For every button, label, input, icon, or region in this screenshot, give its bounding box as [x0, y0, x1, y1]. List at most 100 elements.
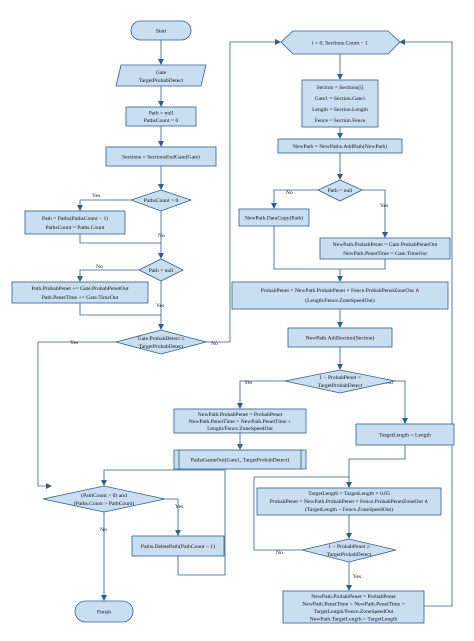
final-assign-node: NewPath.ProbabPenet = ProbabPenet NewPat…: [282, 590, 425, 624]
edge-gatedetect-no: [206, 39, 281, 343]
path-null-check-label: Path = null: [328, 188, 353, 194]
final-decision-line2: TargetProbabDetect: [327, 552, 372, 558]
edge-pathscond-yes: [165, 498, 181, 536]
target-calc-line2: ProbabPenet = NewPath.ProbabPenet × Fenc…: [270, 499, 429, 505]
edge-datacopy-merge: [273, 226, 340, 270]
final-decision: 1 − ProbabPenet ≥ TargetProbabDetect: [301, 538, 397, 563]
newpath-penet-line2: NewPath.PenetTime = Gate.TimeOut: [343, 251, 427, 257]
edge-newpathpenet-merge: [340, 259, 386, 270]
edge-targetlen-calc: [346, 445, 406, 488]
start-label: Start: [156, 29, 167, 35]
loop-header-label: i = 0, Sections.Count − 1: [312, 41, 368, 47]
gate-detect-line2: TargetProbabDetect: [139, 344, 184, 350]
label-no-pathcheck: No: [286, 190, 293, 196]
paths-game-out-node: PathsGameOut(Gate1, TargetProbabDetect): [173, 449, 307, 470]
path-from-paths-line2: PathsCount = Paths.Count: [46, 225, 105, 231]
edge-pathscount-yes: [77, 199, 131, 211]
edge-gatedetect-yes: [37, 341, 116, 489]
label-yes-pathcheck: Yes: [380, 203, 388, 209]
gate-input-node: Gate TargetProbabDetect: [115, 64, 207, 87]
final-assign-line4: NewPath.TargetLength = TargetLength: [310, 617, 398, 623]
edge-labels: Yes No No Yes Yes No No Yes Yes No No Ye…: [70, 190, 393, 580]
label-yes-diamondfinal: Yes: [353, 574, 361, 580]
loop-header-node: i = 0, Sections.Count − 1: [280, 30, 401, 55]
edge-pathpenet-merge: [79, 303, 161, 316]
final-assign-line2: NewPath.PenetTime = NewPath.PenetTime +: [302, 602, 404, 608]
edge-pathsfrom-merge: [79, 234, 161, 244]
path-penet-line2: Path.PenetTime += Gate.TimeOut: [42, 295, 119, 301]
target-calc-line1: TargetLength = TargetLength × 0.05: [308, 491, 390, 497]
edge-delete-loopback: [101, 469, 226, 576]
final-decision-line1: 1 − ProbabPenet ≥: [328, 544, 370, 550]
section-vars-line4: Fence = Section.Fence: [315, 118, 366, 124]
final-assign-line1: NewPath.ProbabPenet = ProbabPenet: [311, 594, 396, 600]
label-no-diamondfinal: No: [276, 550, 283, 556]
section-vars-line1: Section = Sections[i]: [317, 85, 364, 91]
target-length-label: TargetLength = Length: [379, 433, 431, 439]
section-vars-node: Section = Sections[i] Gate1 = Section.Ga…: [301, 79, 379, 128]
paths-count-decision-label: PathsCount > 0: [144, 198, 179, 204]
label-no-gatedetect: No: [211, 341, 218, 347]
probab-calc-node: ProbabPenet = NewPath.ProbabPenet × Fenc…: [231, 281, 449, 310]
start-node: Start: [130, 20, 192, 41]
finish-node: Finish: [74, 600, 134, 623]
init-path-line2: PathsCount = 0: [144, 118, 179, 124]
sections-assign-label: Sections = SectionsEndGate(Gate): [122, 154, 200, 161]
gate-detect-decision: Gate.ProbabDetect ≥ TargetProbabDetect: [114, 329, 208, 355]
path-from-paths-node: Path = Paths(PathsCount − 1) PathsCount …: [24, 210, 126, 235]
edge-diamond-no: [395, 380, 408, 424]
newpath-update-node: NewPath.ProbabPenet = ProbabPenet NewPat…: [173, 408, 307, 434]
probab-decision-line2: TargetProbabDetect: [318, 383, 363, 389]
newpath-penet-node: NewPath.ProbabPenet = Gate.ProbabPenetOu…: [319, 237, 451, 260]
edge-diamond-yes: [237, 380, 285, 409]
add-section-label: NewPath.AddSection(Section): [306, 335, 375, 342]
gate-detect-line1: Gate.ProbabDetect ≥: [138, 336, 185, 342]
label-no-pathisnull: No: [96, 264, 103, 270]
paths-count-decision: PathsCount > 0: [129, 189, 193, 212]
path-null-decision-label: Path = null: [149, 268, 174, 274]
label-no-pathscount: No: [158, 233, 165, 239]
init-path-line1: Path = null: [149, 111, 174, 117]
path-null-decision: Path = null: [138, 258, 184, 282]
newpath-add-node: NewPath = NewPaths.AddPath(NewPath): [277, 138, 403, 154]
label-no-diamond: No: [386, 380, 393, 386]
target-calc-node: TargetLength = TargetLength × 0.05 Proba…: [256, 487, 442, 516]
target-calc-line3: (TargetLength − Fence.ZoneSpeedOut): [305, 506, 393, 513]
label-yes-gatedetect: Yes: [70, 340, 78, 346]
init-path-node: Path = null PathsCount = 0: [125, 106, 197, 127]
path-penet-line1: Path.ProbabPenet += Gate.ProbabPenetOut: [31, 286, 129, 292]
gate-input-line1: Gate: [156, 70, 167, 76]
edge-pathcheck-no: [271, 189, 318, 209]
probab-decision: 1 − ProbabPenet < TargetProbabDetect: [284, 369, 396, 394]
probab-calc-line2: (Length/Fence.ZoneSpeedOut): [305, 297, 375, 304]
sections-assign-node: Sections = SectionsEndGate(Gate): [105, 146, 217, 167]
edge-diamondfinal-no: [253, 476, 349, 551]
label-yes-pathscond: Yes: [175, 504, 183, 510]
newpath-penet-line1: NewPath.ProbabPenet = Gate.ProbabPenetOu…: [333, 242, 438, 248]
edge-pathcheck-yes: [362, 189, 388, 238]
label-yes-pathisnull: Yes: [156, 303, 164, 309]
section-vars-line3: Length = Section.Length: [312, 107, 368, 113]
paths-cond-line1: (PathCount > 0) and: [81, 492, 127, 499]
probab-decision-line1: 1 − ProbabPenet <: [319, 375, 361, 381]
path-null-check-decision: Path = null: [317, 179, 363, 202]
gate-input-line2: TargetProbabDetect: [139, 78, 184, 84]
section-vars-line2: Gate1 = Section.Gate1: [315, 96, 366, 102]
paths-delete-node: Paths.DeletePath(PathCount − 1): [131, 535, 225, 557]
finish-label: Finish: [97, 610, 111, 616]
paths-delete-label: Paths.DeletePath(PathCount − 1): [141, 543, 215, 550]
path-penet-node: Path.ProbabPenet += Gate.ProbabPenetOut …: [11, 281, 149, 304]
paths-cond-line2: (Paths.Count > PathCount): [74, 500, 135, 507]
edges: [37, 39, 453, 607]
paths-cond-decision: (PathCount > 0) and (Paths.Count > PathC…: [42, 485, 166, 513]
paths-game-out-label: PathsGameOut(Gate1, TargetProbabDetect): [191, 457, 289, 464]
newpath-update-line1: NewPath.ProbabPenet = ProbabPenet: [198, 412, 283, 418]
label-yes-diamond: Yes: [244, 380, 252, 386]
newpath-add-label: NewPath = NewPaths.AddPath(NewPath): [293, 143, 387, 150]
probab-calc-line1: ProbabPenet = NewPath.ProbabPenet × Fenc…: [261, 288, 420, 294]
target-length-node: TargetLength = Length: [355, 423, 455, 446]
edge-pathisnull-no: [77, 269, 139, 282]
newpath-datacopy-label: NewPath.DataCopy(Path): [245, 215, 303, 222]
path-from-paths-line1: Path = Paths(PathsCount − 1): [42, 215, 108, 222]
